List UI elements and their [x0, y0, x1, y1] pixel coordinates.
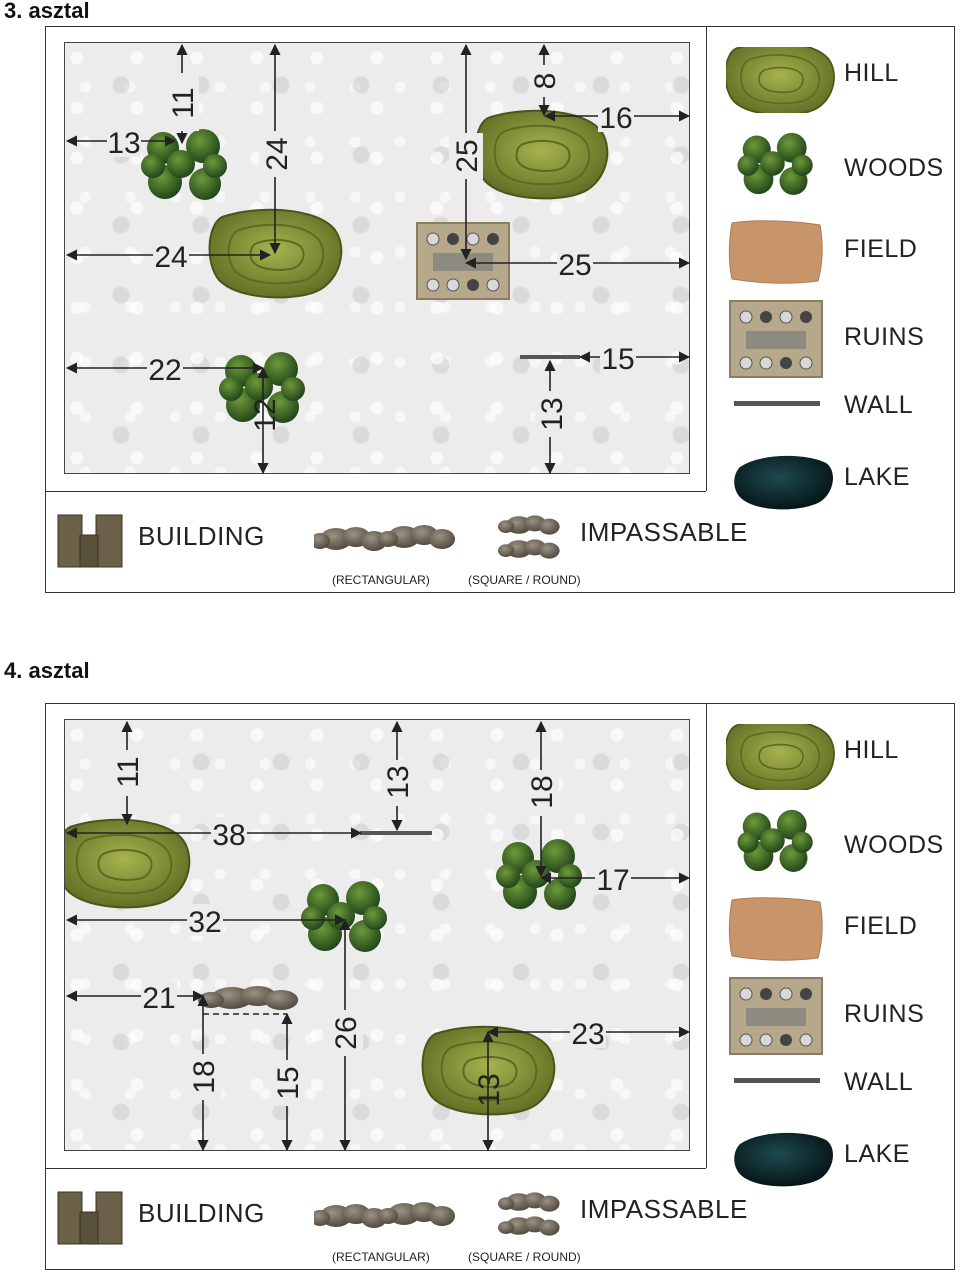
legend-building-label: BUILDING	[138, 521, 265, 551]
impassable-icon	[498, 1192, 560, 1236]
dimension-label: 25	[451, 139, 484, 172]
legend-wall: WALL	[726, 387, 951, 457]
building-icon	[57, 514, 123, 568]
dimension-label: 21	[142, 982, 175, 1015]
wall-terrain	[360, 831, 432, 835]
ruins-icon	[729, 977, 823, 1055]
table-4-battlefield: 11 13 18 38 17 32 21 18 15 26 23 13	[64, 719, 691, 1152]
dimension-label: 23	[571, 1018, 604, 1051]
field-icon	[728, 897, 823, 961]
legend-ruins: RUINS	[726, 299, 951, 378]
dimension-label: 12	[249, 398, 282, 431]
legend-woods: WOODS	[726, 809, 951, 879]
hill-terrain	[474, 109, 609, 200]
legend-field: FIELD	[726, 217, 951, 287]
dimension-label: 17	[596, 864, 629, 897]
legend-hill: HILL	[726, 47, 951, 117]
wall-icon	[734, 1078, 820, 1083]
woods-terrain	[496, 839, 582, 910]
dimension-label: 32	[188, 906, 221, 939]
lake-icon	[734, 455, 833, 510]
table-3-panel: 11 13 24 24 8 16 25 25 22 12 15 13 HILL	[45, 26, 955, 593]
table-3-battlefield: 11 13 24 24 8 16 25 25 22 12 15 13	[64, 42, 691, 475]
legend-ruins: RUINS	[726, 976, 951, 1055]
dimension-label: 24	[154, 241, 187, 274]
woods-icon	[737, 132, 813, 195]
impassable-rectangular-icon	[314, 525, 455, 551]
hill-icon	[726, 47, 835, 113]
legend-hill: HILL	[726, 724, 951, 794]
ruins-terrain	[416, 222, 510, 300]
legend-impassable-label: IMPASSABLE	[580, 1194, 748, 1224]
rectangular-label: (RECTANGULAR)	[332, 1250, 430, 1264]
rectangular-label: (RECTANGULAR)	[332, 573, 430, 587]
impassable-terrain	[198, 986, 299, 1010]
dimension-label: 13	[536, 397, 569, 430]
dimension-label: 38	[212, 819, 245, 852]
legend-wall: WALL	[726, 1064, 951, 1134]
woods-icon	[737, 809, 813, 872]
legend-lake: LAKE	[726, 447, 951, 517]
impassable-icon	[498, 515, 560, 559]
square-round-label: (SQUARE / ROUND)	[468, 573, 581, 587]
dimension-label: 22	[148, 354, 181, 387]
dimension-label: 15	[272, 1066, 305, 1099]
dimension-label: 24	[261, 137, 294, 170]
lake-icon	[734, 1132, 833, 1187]
legend-woods: WOODS	[726, 132, 951, 202]
woods-terrain	[301, 881, 387, 952]
legend-lake: LAKE	[726, 1124, 951, 1194]
hill-icon	[726, 724, 835, 790]
ruins-icon	[729, 300, 823, 378]
building-icon	[57, 1191, 123, 1245]
dimension-label: 11	[167, 87, 200, 118]
impassable-rectangular-icon	[314, 1202, 455, 1228]
square-round-label: (SQUARE / ROUND)	[468, 1250, 581, 1264]
dimension-label: 26	[330, 1016, 363, 1049]
legend-building-label: BUILDING	[138, 1198, 265, 1228]
dimension-label: 13	[473, 1073, 506, 1106]
wall-terrain	[520, 355, 580, 359]
dimension-label: 13	[107, 127, 140, 160]
dimension-label: 8	[529, 73, 562, 90]
dimension-label: 18	[188, 1060, 221, 1093]
legend-field: FIELD	[726, 894, 951, 964]
dimension-label: 25	[558, 249, 591, 282]
table-4-panel: 11 13 18 38 17 32 21 18 15 26 23 13 HILL	[45, 703, 955, 1270]
dimension-label: 11	[112, 756, 145, 787]
table-3-heading: 3. asztal	[4, 0, 90, 23]
legend-impassable-label: IMPASSABLE	[580, 517, 748, 547]
wall-icon	[734, 401, 820, 406]
dimension-label: 16	[599, 102, 632, 135]
dimension-label: 15	[601, 343, 634, 376]
dimension-label: 18	[526, 775, 559, 808]
field-icon	[728, 220, 823, 284]
woods-terrain	[141, 129, 227, 200]
table-4-heading: 4. asztal	[4, 658, 90, 683]
dimension-label: 13	[382, 765, 415, 798]
